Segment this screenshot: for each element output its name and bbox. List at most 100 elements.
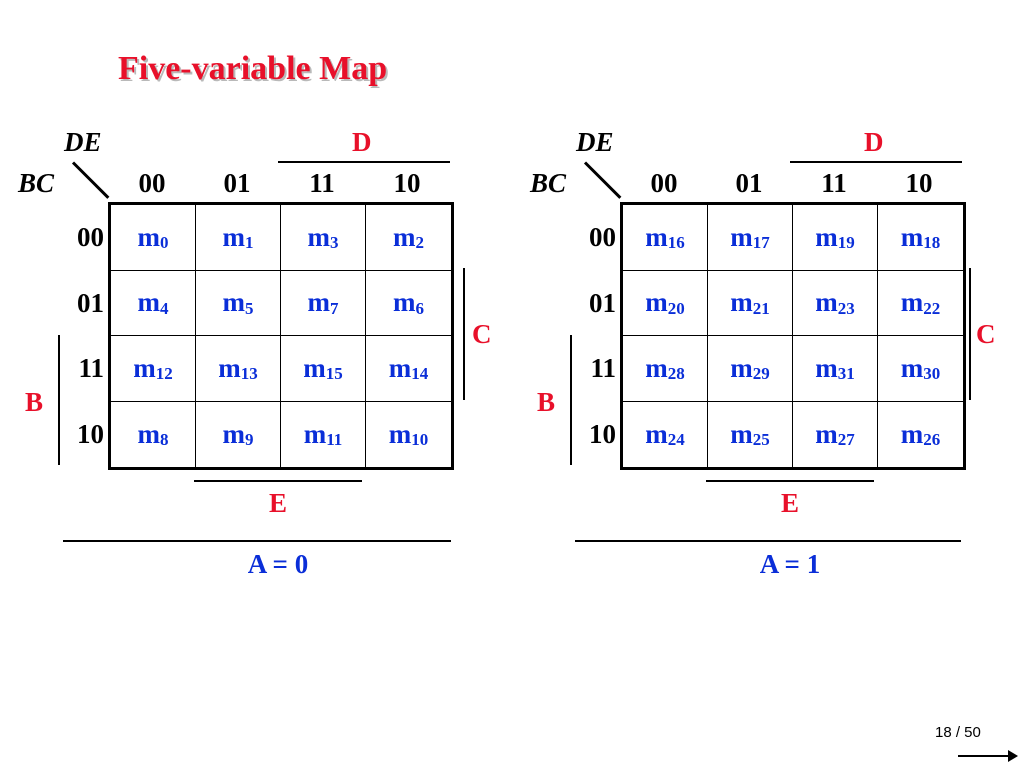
variable-b-label: B [25, 387, 44, 417]
variable-e-bracket [194, 480, 362, 482]
variable-b-bracket [570, 335, 572, 465]
minterm-index: 15 [325, 364, 343, 384]
minterm-index: 9 [245, 430, 254, 450]
row-header: 00 [77, 222, 104, 252]
row-header: 01 [77, 288, 104, 318]
minterm-index: 7 [330, 298, 339, 318]
cell-prefix: m [645, 418, 668, 449]
cell-prefix: m [133, 352, 156, 383]
cell-prefix: m [730, 352, 753, 383]
cell-prefix: m [222, 287, 246, 318]
minterm-index: 2 [415, 233, 425, 253]
variable-a-label: A = 1 [759, 549, 821, 579]
variable-b-label: B [537, 387, 556, 417]
cell-prefix: m [222, 221, 246, 252]
variable-a-bracket [63, 540, 451, 542]
cell-prefix: m [303, 352, 326, 383]
col-header: 11 [309, 168, 335, 198]
variable-d-label: D [352, 127, 372, 157]
minterm-index: 13 [240, 364, 258, 384]
minterm-index: 1 [245, 233, 254, 253]
minterm-index: 17 [752, 233, 770, 253]
minterm-index: 10 [411, 430, 429, 450]
variable-e-label: E [780, 488, 799, 518]
cell-prefix: m [307, 287, 331, 318]
corner-row-label: BC [530, 168, 567, 198]
row-header: 11 [590, 353, 616, 383]
col-header: 10 [905, 168, 933, 198]
minterm-index: 30 [923, 364, 941, 384]
corner-row-label: BC [18, 168, 55, 198]
minterm-index: 21 [752, 298, 770, 318]
cell-prefix: m [815, 221, 838, 252]
variable-d-label: D [864, 127, 884, 157]
cell-prefix: m [393, 221, 416, 252]
minterm-index: 11 [326, 430, 343, 450]
next-slide-arrow[interactable] [958, 755, 1010, 757]
minterm-index: 4 [160, 298, 169, 318]
col-header: 00 [138, 168, 166, 198]
variable-c-label: C [976, 319, 996, 349]
row-header: 00 [589, 222, 616, 252]
cell-prefix: m [218, 352, 241, 383]
cell-prefix: m [900, 418, 924, 449]
cell-prefix: m [730, 287, 753, 318]
minterm-index: 27 [837, 430, 855, 450]
variable-c-bracket [463, 268, 465, 400]
cell-prefix: m [303, 418, 327, 449]
cell-prefix: m [900, 352, 924, 383]
page-number: 18 / 50 [935, 724, 981, 741]
cell-prefix: m [222, 418, 246, 449]
minterm-index: 29 [752, 364, 770, 384]
variable-d-bracket [278, 161, 450, 163]
variable-a-bracket [575, 540, 961, 542]
minterm-index: 28 [667, 364, 685, 384]
corner-diagonal [71, 161, 110, 199]
cell-prefix: m [900, 287, 924, 318]
variable-b-bracket [58, 335, 60, 465]
slide-title: Five-variable Map [118, 50, 388, 87]
minterm-index: 5 [245, 298, 254, 318]
arrow-right-icon[interactable] [1008, 750, 1018, 762]
cell-prefix: m [388, 352, 412, 383]
variable-c-label: C [472, 319, 492, 349]
variable-a-label: A = 0 [247, 549, 309, 579]
corner-col-label: DE [64, 127, 102, 157]
cell-prefix: m [645, 287, 668, 318]
minterm-index: 22 [923, 298, 941, 318]
row-header: 01 [589, 288, 616, 318]
cell-prefix: m [900, 221, 924, 252]
variable-d-bracket [790, 161, 962, 163]
minterm-index: 3 [330, 233, 339, 253]
cell-prefix: m [137, 221, 161, 252]
cell-prefix: m [730, 418, 753, 449]
minterm-index: 23 [837, 298, 855, 318]
minterm-index: 6 [415, 298, 425, 318]
minterm-index: 12 [155, 364, 173, 384]
variable-e-bracket [706, 480, 874, 482]
